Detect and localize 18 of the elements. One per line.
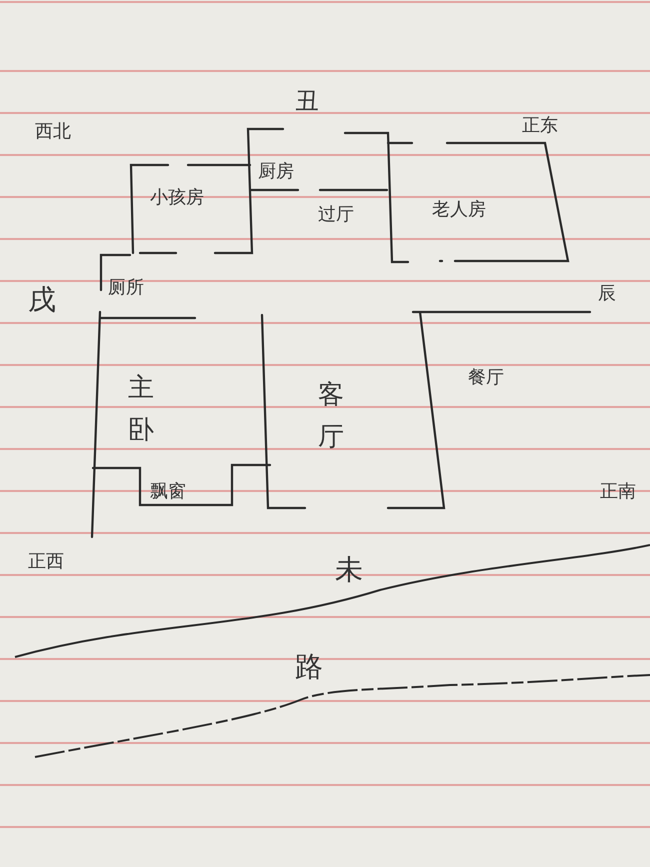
room-label: 小孩房 [150, 188, 204, 208]
room-label: 过厅 [318, 205, 354, 225]
direction-label: 辰 [598, 284, 616, 304]
direction-label: 戌 [28, 285, 56, 316]
direction-label: 正西 [28, 552, 64, 572]
direction-label: 未 [335, 555, 363, 586]
room-label: 餐厅 [468, 368, 504, 388]
room-label: 飘窗 [150, 482, 186, 502]
room-label: 客厅 [318, 375, 344, 458]
direction-label: 西北 [35, 122, 71, 142]
road-label: 路 [295, 652, 323, 683]
room-label: 老人房 [432, 200, 486, 220]
room-label: 厨房 [258, 162, 294, 182]
room-label: 主卧 [128, 368, 154, 452]
direction-label: 正南 [600, 482, 636, 502]
direction-label: 正东 [522, 116, 558, 136]
room-label: 厕所 [108, 278, 144, 298]
direction-label: 丑 [295, 88, 319, 114]
